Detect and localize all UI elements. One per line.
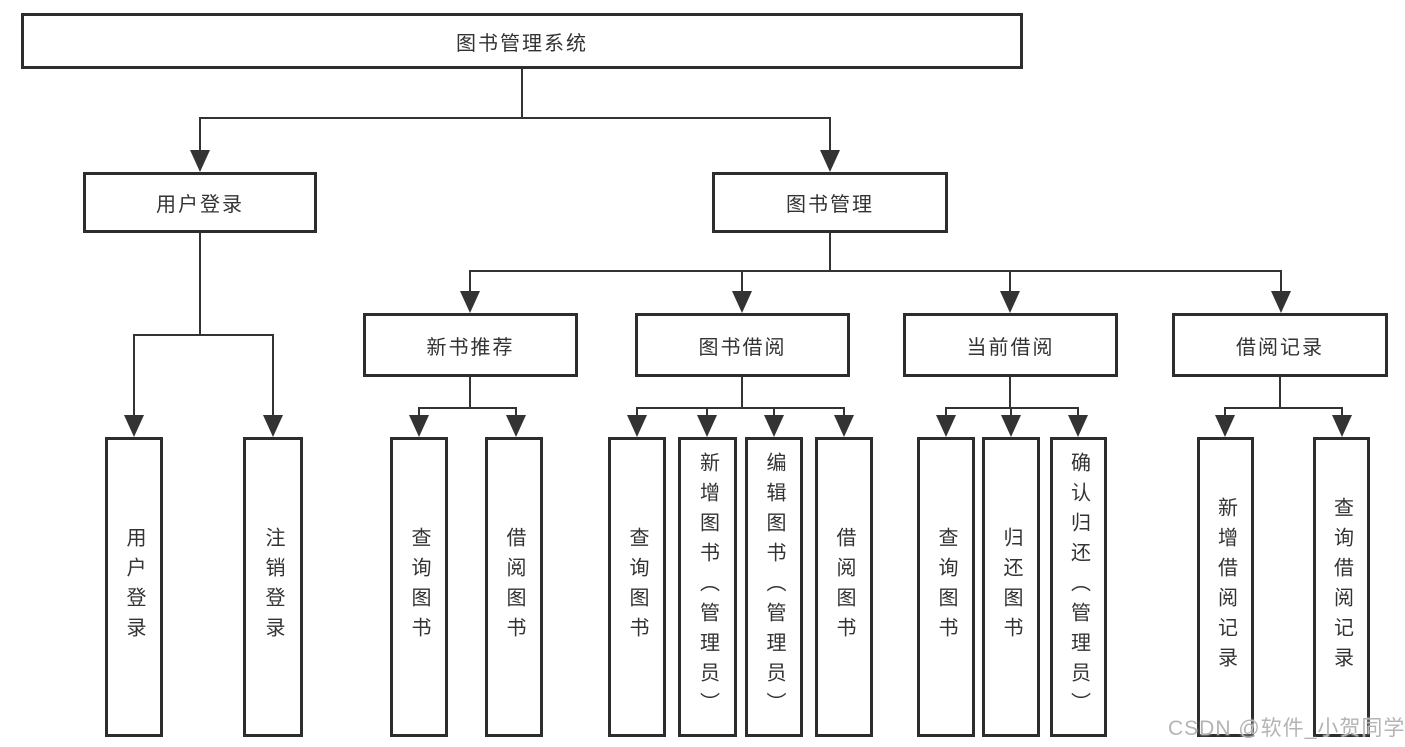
connector-stem-book-management	[829, 118, 831, 152]
csdn-watermark: CSDN @软件_小贺同学	[1168, 717, 1405, 740]
arrowhead-book-borrowing	[732, 291, 752, 313]
arrowhead-user-login	[190, 150, 210, 172]
connector-stem-current-confirm	[1077, 408, 1079, 418]
connector-stem-records-query	[1341, 408, 1343, 418]
arrowhead-borrow-query	[627, 415, 647, 437]
connector-book-borrowing-stem	[741, 376, 743, 409]
node-book-borrowing: 图书借阅	[635, 313, 850, 377]
node-book-management: 图书管理	[712, 172, 948, 233]
connector-level1-distribution	[199, 117, 831, 119]
leaf-borrow-borrow-books: 借阅图书	[815, 437, 873, 737]
leaf-records-add-record: 新增借阅记录	[1197, 437, 1254, 737]
leaf-recommend-query-books: 查询图书	[390, 437, 448, 737]
connector-stem-borrow-borrow	[843, 408, 845, 418]
node-new-book-recommend: 新书推荐	[363, 313, 578, 377]
connector-current-borrowing-stem	[1009, 376, 1011, 409]
node-borrowing-records: 借阅记录	[1172, 313, 1388, 377]
connector-stem-recommend-borrow	[515, 408, 517, 418]
connector-stem-current-borrowing	[1009, 271, 1011, 293]
leaf-recommend-borrow-books: 借阅图书	[485, 437, 543, 737]
leaf-borrow-add-books-admin: 新增图书（管理员）	[678, 437, 737, 737]
connector-level2-distribution	[469, 270, 1282, 272]
node-current-borrowing: 当前借阅	[903, 313, 1118, 377]
arrowhead-new-book-recommend	[460, 291, 480, 313]
arrowhead-borrowing-records	[1271, 291, 1291, 313]
arrowhead-current-return	[1001, 415, 1021, 437]
leaf-current-return-books: 归还图书	[982, 437, 1040, 737]
connector-stem-current-query	[945, 408, 947, 418]
connector-records-distribution	[1224, 407, 1343, 409]
connector-book-management-stem	[829, 232, 831, 272]
leaf-current-confirm-return-admin: 确认归还（管理员）	[1050, 437, 1107, 737]
connector-stem-borrow-add	[706, 408, 708, 418]
leaf-logout: 注销登录	[243, 437, 303, 737]
arrowhead-records-query	[1332, 415, 1352, 437]
connector-stem-recommend-query	[418, 408, 420, 418]
leaf-borrow-edit-books-admin: 编辑图书（管理员）	[745, 437, 803, 737]
connector-new-book-recommend-stem	[469, 376, 471, 409]
arrowhead-borrow-edit	[764, 415, 784, 437]
arrowhead-borrow-borrow	[834, 415, 854, 437]
connector-stem-book-borrowing	[741, 271, 743, 293]
arrowhead-current-confirm	[1068, 415, 1088, 437]
connector-stem-leaf-user-login	[133, 335, 135, 415]
arrowhead-current-borrowing	[1000, 291, 1020, 313]
arrowhead-leaf-user-login	[124, 415, 144, 437]
connector-root-stem	[521, 68, 523, 118]
leaf-user-login: 用户登录	[105, 437, 163, 737]
arrowhead-borrow-add	[697, 415, 717, 437]
arrowhead-current-query	[936, 415, 956, 437]
connector-user-login-distribution	[133, 334, 274, 336]
connector-stem-user-login	[199, 118, 201, 152]
node-root-library-system: 图书管理系统	[21, 13, 1023, 69]
arrowhead-book-management	[820, 150, 840, 172]
connector-stem-records-add	[1224, 408, 1226, 418]
connector-user-login-stem	[199, 232, 201, 336]
connector-current-distribution	[945, 407, 1079, 409]
arrowhead-recommend-query	[409, 415, 429, 437]
leaf-borrow-query-books: 查询图书	[608, 437, 666, 737]
connector-stem-new-book-recommend	[469, 271, 471, 293]
connector-recommend-distribution	[418, 407, 517, 409]
leaf-records-query-record: 查询借阅记录	[1313, 437, 1370, 737]
arrowhead-records-add	[1215, 415, 1235, 437]
connector-borrowing-records-stem	[1279, 376, 1281, 409]
arrowhead-leaf-logout	[263, 415, 283, 437]
connector-stem-borrow-edit	[773, 408, 775, 418]
connector-stem-borrowing-records	[1280, 271, 1282, 293]
connector-stem-current-return	[1010, 408, 1012, 418]
connector-borrowing-distribution	[636, 407, 845, 409]
leaf-current-query-books: 查询图书	[917, 437, 975, 737]
connector-stem-leaf-logout	[272, 335, 274, 415]
node-user-login: 用户登录	[83, 172, 317, 233]
arrowhead-recommend-borrow	[506, 415, 526, 437]
connector-stem-borrow-query	[636, 408, 638, 418]
